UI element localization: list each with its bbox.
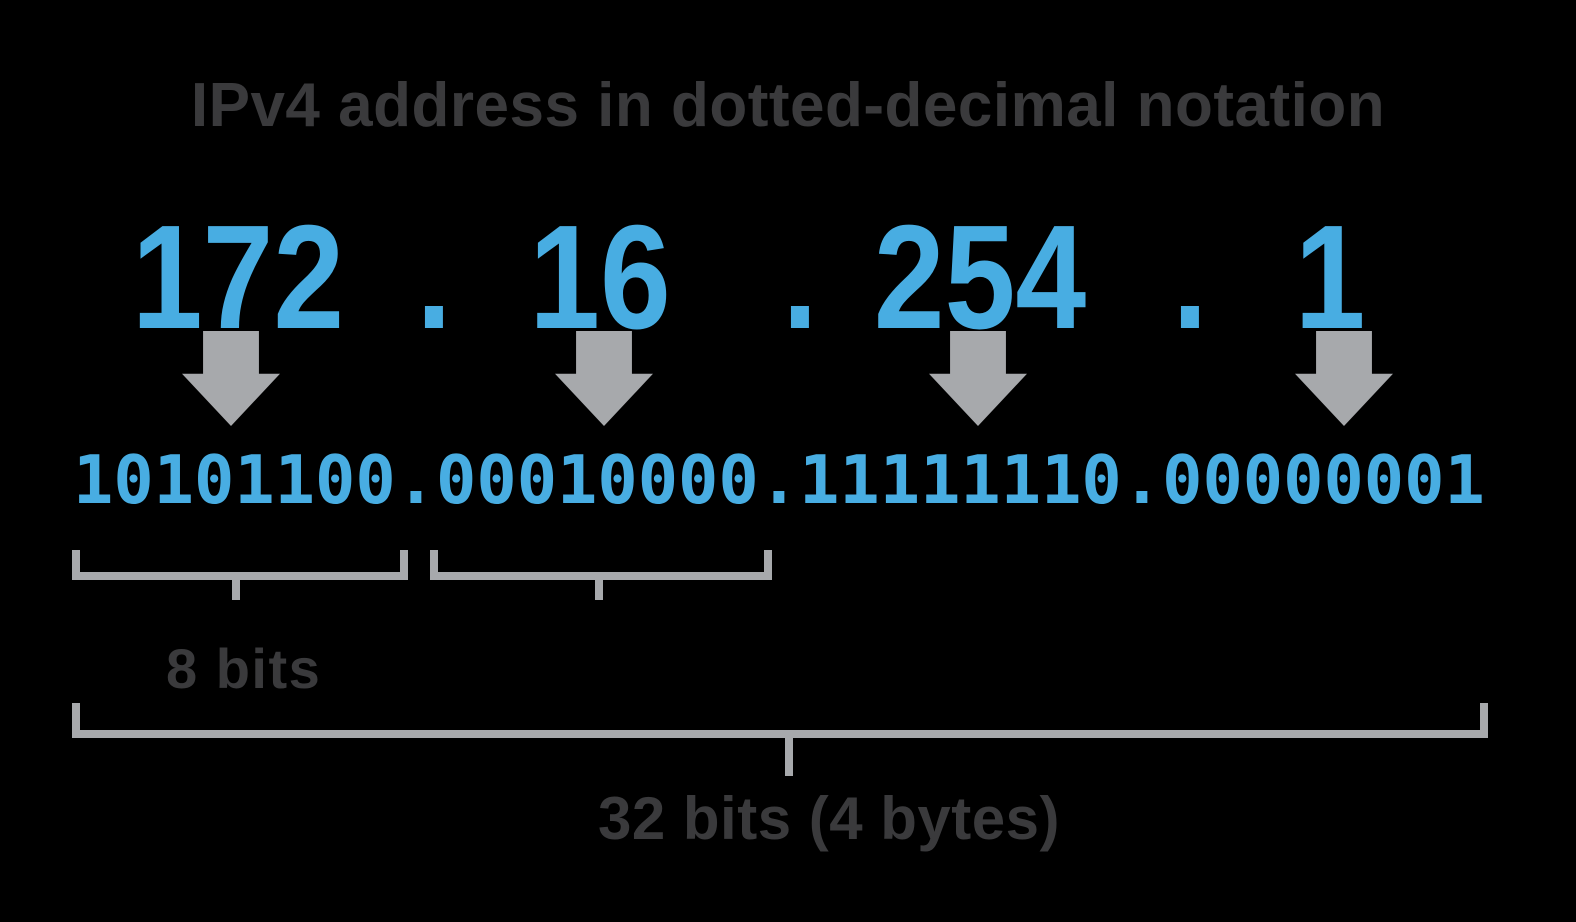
total-size-label: 32 bits (4 bytes) (598, 785, 1060, 852)
full-address-bracket (72, 703, 1488, 776)
decimal-octet-3: 254 (873, 195, 1087, 360)
octet-separator-dot: . (1172, 195, 1208, 360)
octet-size-label: 8 bits (166, 637, 322, 700)
bracket-tick (232, 572, 240, 600)
octet-separator-dot: . (782, 195, 818, 360)
decimal-octet-2: 16 (529, 195, 671, 360)
octet-2-bracket (430, 550, 772, 600)
bracket-tick (785, 730, 793, 776)
diagram-title: IPv4 address in dotted-decimal notation (190, 71, 1386, 140)
binary-address: 10101100.00010000.11111110.00000001 (73, 441, 1485, 519)
decimal-octet-4: 1 (1294, 195, 1366, 360)
octet-1-bracket (72, 550, 408, 600)
octet-separator-dot: . (416, 195, 452, 360)
decimal-octet-1: 172 (131, 195, 345, 360)
bracket-tick (595, 572, 603, 600)
